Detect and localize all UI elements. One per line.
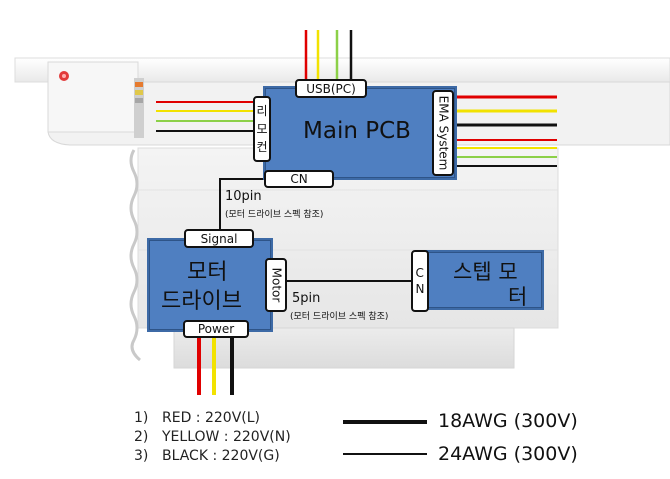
- power-legend-number: 2): [134, 429, 149, 445]
- stepper-motor-block: [422, 250, 544, 310]
- ema-system-connector: EMA System: [432, 90, 454, 176]
- power-legend-number: 1): [134, 410, 149, 426]
- stepper-title-line2: 터: [508, 285, 528, 309]
- motor-pin-count: 5pin: [292, 291, 321, 306]
- motor-label: Motor: [269, 267, 283, 303]
- motor-driver-title-line2: 드라이브: [161, 289, 242, 314]
- usb-pc-connector: USB(PC): [295, 79, 367, 98]
- wire-legend-thick-label: 18AWG (300V): [438, 410, 578, 432]
- glyph: 리: [256, 104, 268, 118]
- power-legend-item: 2) YELLOW : 220V(N): [134, 429, 291, 445]
- glyph: 컨: [256, 140, 268, 154]
- signal-pin-count: 10pin: [225, 189, 262, 204]
- power-legend-text: RED : 220V(L): [162, 410, 260, 426]
- motor-connector: Motor: [265, 258, 287, 312]
- wire-legend-thin-label: 24AWG (300V): [438, 443, 578, 465]
- signal-cable: [219, 178, 266, 232]
- main-pcb-block: [263, 86, 457, 180]
- signal-label: Signal: [200, 231, 238, 246]
- power-label: Power: [197, 322, 235, 336]
- power-connector: Power: [183, 320, 249, 338]
- main-pcb-title: Main PCB: [303, 118, 411, 144]
- signal-cable-note: (모터 드라이브 스펙 참조): [225, 210, 324, 220]
- glyph: C: [415, 266, 424, 280]
- power-legend-item: 1) RED : 220V(L): [134, 410, 260, 426]
- power-legend-text: YELLOW : 220V(N): [162, 429, 291, 445]
- ema-system-label: EMA System: [436, 95, 450, 171]
- usb-pc-label: USB(PC): [306, 81, 356, 96]
- glyph: 모: [256, 122, 268, 136]
- power-legend-text: BLACK : 220V(G): [162, 448, 280, 464]
- power-legend-number: 3): [134, 448, 149, 464]
- glyph: N: [415, 282, 425, 296]
- main-cn-connector: CN: [264, 170, 334, 188]
- power-legend-item: 3) BLACK : 220V(G): [134, 448, 280, 464]
- motor-cable-note: (모터 드라이브 스펙 참조): [290, 312, 389, 322]
- motor-driver-title-line1: 모터: [187, 260, 228, 285]
- main-cn-label: CN: [290, 172, 308, 186]
- stepper-title-line1: 스텝 모: [453, 260, 518, 284]
- signal-connector: Signal: [184, 229, 254, 248]
